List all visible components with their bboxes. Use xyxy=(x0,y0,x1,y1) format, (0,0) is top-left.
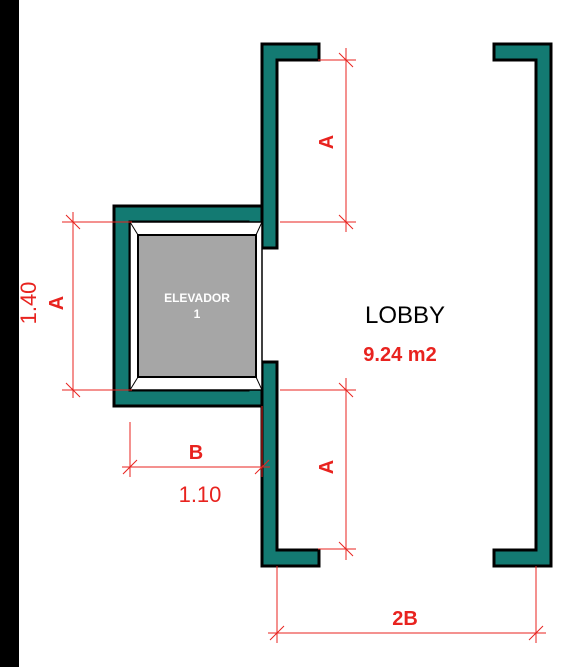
elevator-cabin xyxy=(137,234,257,378)
dimension-upper-a-label: A xyxy=(316,135,338,149)
dimension-elevator-height-value: 1.40 xyxy=(16,282,41,325)
dimension-lower-a-label: A xyxy=(316,460,338,474)
left-edge-bar xyxy=(0,0,19,667)
dimension-elevator-width-value: 1.10 xyxy=(179,482,222,507)
dimension-elevator-width xyxy=(122,406,270,477)
dimension-elevator-height-letter: A xyxy=(46,296,68,310)
dimension-elevator-height xyxy=(62,212,132,398)
elevator-number: 1 xyxy=(194,307,201,321)
dimension-lower-a xyxy=(280,378,356,560)
room-area: 9.24 m2 xyxy=(363,344,436,366)
wall-lower-left xyxy=(260,360,321,568)
wall-right xyxy=(492,42,553,568)
dimension-upper-a xyxy=(280,48,356,232)
elevator-label: ELEVADOR xyxy=(164,291,230,305)
dimension-elevator-width-letter: B xyxy=(189,442,203,464)
dimension-lobby-width-label: 2B xyxy=(392,608,418,630)
dimension-lobby-width xyxy=(268,566,546,643)
room-name: LOBBY xyxy=(365,302,445,329)
wall-upper-left xyxy=(260,42,321,250)
